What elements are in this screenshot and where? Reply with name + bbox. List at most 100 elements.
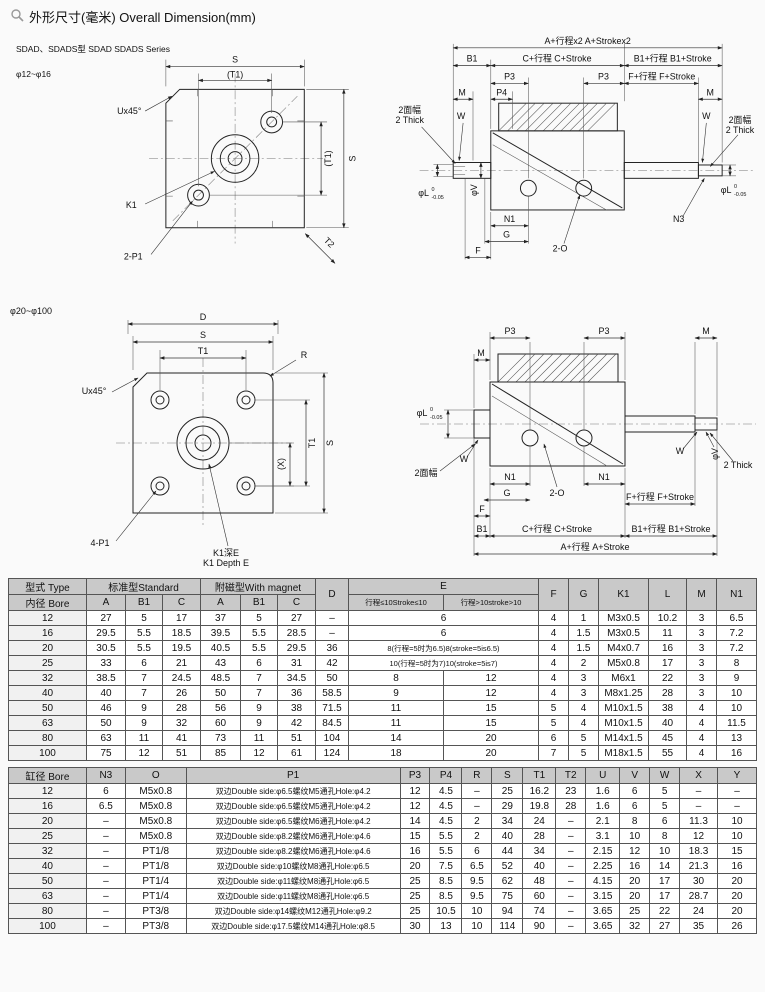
dim-w-right: W <box>676 446 685 456</box>
table-cell: 9 <box>716 670 757 686</box>
label-2thick-right: 2 Thick <box>726 125 755 135</box>
table-cell: 15 <box>399 828 431 844</box>
table-cell: 12 <box>399 783 431 799</box>
table-cell: 28.7 <box>679 888 718 904</box>
table-cell: 14 <box>399 813 431 829</box>
dim-w-left: W <box>460 454 469 464</box>
table-cell: PT1/8 <box>124 843 187 859</box>
table-cell: 9 <box>348 685 444 701</box>
table-cell: 11 <box>648 625 687 641</box>
table-cell: 11 <box>348 715 444 731</box>
table-cell: M10x1.5 <box>598 715 649 731</box>
table-cell: – <box>555 903 587 919</box>
table-cell: 24.5 <box>162 670 201 686</box>
table-cell: 2 <box>461 813 493 829</box>
table2-header-cell: R <box>461 767 493 784</box>
dim-b1-stroke: B1+行程 B1+Stroke <box>631 523 710 534</box>
label-k1-depth-en: K1 Depth E <box>203 558 249 568</box>
header-c: C <box>162 594 201 611</box>
label-2face-zh-right: 2面幅 <box>729 114 752 125</box>
table-cell: – <box>555 918 587 934</box>
table-cell: – <box>555 888 587 904</box>
header-e-gt10: 行程>10stroke>10 <box>443 594 539 611</box>
dim-f: F <box>479 504 485 514</box>
table-cell: 21.3 <box>679 858 718 874</box>
table-cell: 6.5 <box>716 610 757 626</box>
table-cell: 10 <box>717 828 757 844</box>
dim-s-top: S <box>232 55 238 65</box>
table-cell: M5x0.8 <box>124 798 187 814</box>
table-cell: 20 <box>443 730 539 746</box>
table-cell: 5 <box>568 745 599 761</box>
table-cell: 2.1 <box>585 813 621 829</box>
dim-b1-stroke: B1+行程 B1+Stroke <box>634 53 712 64</box>
table-cell: – <box>555 828 587 844</box>
table-cell: 26 <box>717 918 757 934</box>
table-cell: 4 <box>538 670 569 686</box>
table-cell: 3.65 <box>585 918 621 934</box>
table-cell: M5x0.8 <box>598 655 649 671</box>
header-with-magnet: 附磁型With magnet <box>200 578 316 595</box>
table-cell: 5 <box>649 798 681 814</box>
table-cell: 37 <box>200 610 241 626</box>
table1-header-row-1: 型式 Type 标准型Standard 附磁型With magnet D E F… <box>8 578 757 611</box>
header-bore: 内径 Bore <box>8 594 87 611</box>
table-cell: 16 <box>716 745 757 761</box>
table-cell: M10x1.5 <box>598 700 649 716</box>
table-cell: 10 <box>716 700 757 716</box>
table-cell: 3.1 <box>585 828 621 844</box>
table-cell: – <box>85 858 126 874</box>
table-cell: 4 <box>686 730 717 746</box>
dimension-labels: D S T1 R Ux45° (X) T1 S 4-P1 K1深E K1 Dep… <box>82 312 335 568</box>
table-cell: 7 <box>240 685 278 701</box>
dim-phi-l-tol-upper: 0 <box>430 407 433 413</box>
table-cell: 20 <box>619 888 651 904</box>
table-cell: 5 <box>538 700 569 716</box>
label-ux45: Ux45° <box>82 386 107 396</box>
table-cell: 25 <box>619 903 651 919</box>
dim-t1-right: (T1) <box>323 150 333 166</box>
table-cell: 12 <box>8 783 87 799</box>
table-cell: 40 <box>491 828 524 844</box>
table-cell: 56 <box>200 700 241 716</box>
table-cell: 74 <box>522 903 557 919</box>
table-cell: 20 <box>443 745 539 761</box>
table-cell: – <box>315 625 349 641</box>
table-cell: 6 <box>619 798 651 814</box>
table-cell: 25 <box>491 783 524 799</box>
table-cell: 6 <box>125 655 163 671</box>
dim-b1: B1 <box>476 524 487 534</box>
table-cell: 55 <box>648 745 687 761</box>
table-cell: 5.5 <box>240 640 278 656</box>
table-cell: – <box>85 843 126 859</box>
dim-phi-v: φV <box>710 448 720 460</box>
table-cell: 1.6 <box>585 798 621 814</box>
table-cell: 8 <box>348 670 444 686</box>
header-f: F <box>538 578 569 611</box>
table2-header-cell: T2 <box>555 767 587 784</box>
table-cell: 8 <box>649 828 681 844</box>
table-cell: 7.5 <box>429 858 463 874</box>
table-cell: – <box>85 903 126 919</box>
dim-p3-right: P3 <box>598 71 609 81</box>
table-cell: 60 <box>200 715 241 731</box>
table-cell: 20 <box>619 873 651 889</box>
header-n1: N1 <box>716 578 757 611</box>
table-cell: 31 <box>277 655 316 671</box>
table-cell: 6.5 <box>85 798 126 814</box>
table-cell: 42 <box>277 715 316 731</box>
label-2thick-left: 2 Thick <box>395 115 424 125</box>
dim-t1-right: T1 <box>307 438 317 449</box>
table-cell: 8.5 <box>429 888 463 904</box>
dim-p3-left: P3 <box>504 326 515 336</box>
table-cell: 80 <box>8 730 87 746</box>
table-cell: 40 <box>8 858 87 874</box>
dim-phi-l-right-tol-lower: -0.05 <box>734 192 746 198</box>
table-cell: 14 <box>649 858 681 874</box>
table-cell: 3 <box>686 625 717 641</box>
table-cell: 63 <box>8 888 87 904</box>
table-cell: 38 <box>648 700 687 716</box>
table-cell: 2 <box>461 828 493 844</box>
